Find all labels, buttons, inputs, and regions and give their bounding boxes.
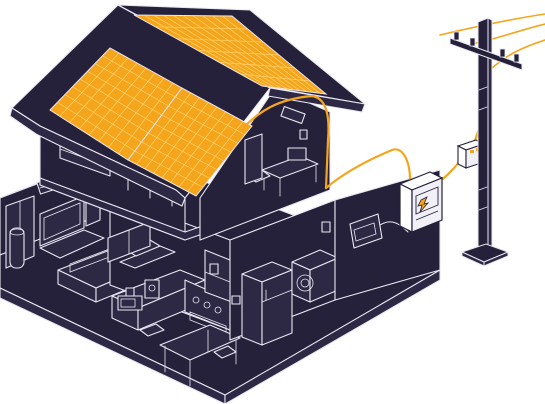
insulator-icon <box>453 31 460 41</box>
monitor-icon <box>287 147 307 161</box>
utility-room <box>125 199 339 346</box>
tv-icon <box>39 195 85 247</box>
solar-cell-line <box>108 77 165 148</box>
wall-socket-icon <box>209 263 219 275</box>
washing-machine-icon <box>291 249 339 303</box>
solar-cell-line <box>170 111 227 183</box>
wall-socket-icon <box>299 129 308 140</box>
microwave-icon <box>117 295 143 311</box>
solar-cell-line <box>178 116 235 188</box>
solar-cell-line <box>187 121 244 192</box>
solar-cell-line <box>176 38 264 43</box>
kitchen-area <box>107 194 241 387</box>
solar-cell-line <box>117 82 174 154</box>
desk-icon <box>261 147 319 197</box>
solar-cell-line <box>144 97 200 170</box>
solar-cell-line <box>78 62 138 129</box>
insulator-icon <box>499 48 506 58</box>
coffee-machine-icon <box>144 279 160 299</box>
solar-panel-array-left <box>49 47 253 197</box>
wall-ac-unit-icon <box>280 105 306 125</box>
solar-cell-line <box>153 102 209 174</box>
solar-cell-line <box>69 57 129 123</box>
solar-cell-line <box>161 106 218 179</box>
water-heater-icon <box>9 227 25 269</box>
solar-cell-line <box>98 72 156 142</box>
electric-meter-box <box>398 171 444 233</box>
inverter-icon <box>349 213 383 249</box>
solar-cell-line <box>155 26 248 30</box>
fridge-icon <box>241 261 293 346</box>
insulator-icon <box>469 37 476 47</box>
solar-cell-line <box>240 73 311 82</box>
insulator-icon <box>513 53 520 63</box>
utility-pole <box>449 17 523 267</box>
solar-cell-line <box>219 61 295 69</box>
solar-cell-line <box>197 50 280 56</box>
wall-socket-icon <box>321 221 331 233</box>
wall-socket-icon <box>125 287 135 297</box>
solar-cell-line <box>59 52 120 117</box>
solar-cell-line <box>136 92 192 165</box>
wall-socket-icon <box>231 295 241 305</box>
solar-cell-line <box>88 67 147 136</box>
solar-panel-array-right <box>133 14 328 95</box>
